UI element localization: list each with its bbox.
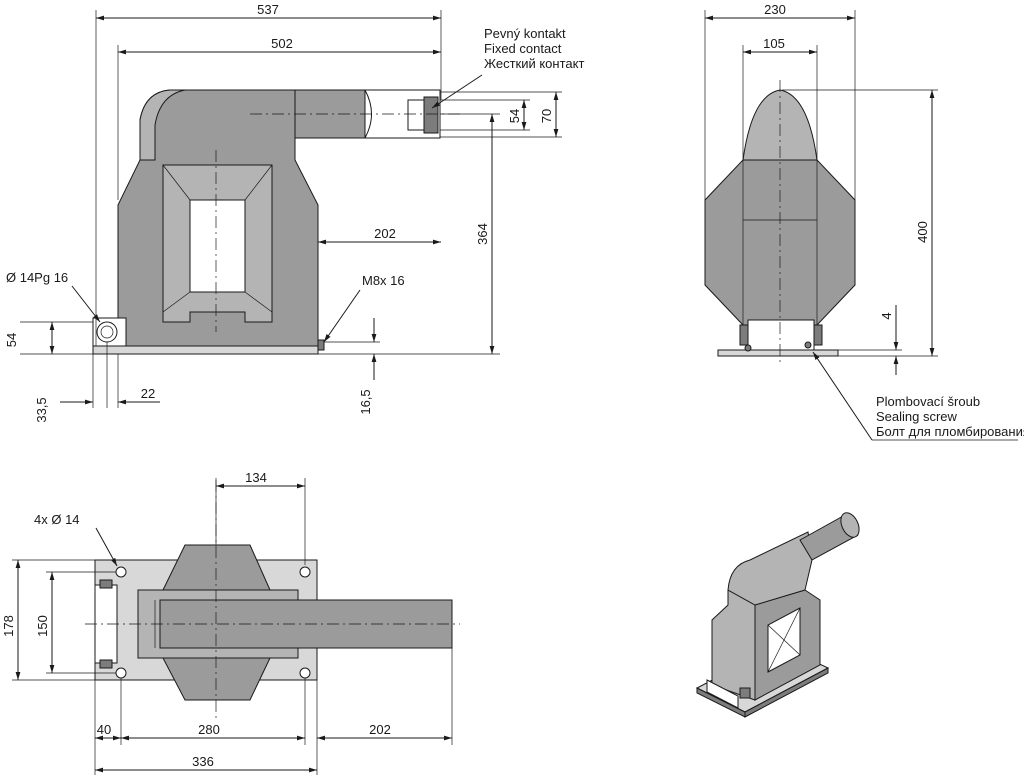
top-dimensions: 134 4x Ø 14 178 150 40 280 202 336 [1,470,453,775]
dim-537: 537 [257,2,279,17]
label-contact-cz: Pevný kontakt [484,26,566,41]
dim-16-5: 16,5 [358,389,373,414]
front-base-plate [92,345,319,355]
top-gland-bottom [99,659,113,669]
side-base-plate [717,349,839,357]
dim-70: 70 [539,109,554,123]
front-gland-circle [96,321,118,343]
label-screw-en: Sealing screw [876,409,958,424]
dim-202: 202 [374,226,396,241]
top-hole-4 [299,667,311,679]
dim-54-gland: 54 [4,333,19,347]
side-gland-left [739,324,749,346]
label-contact-en: Fixed contact [484,41,562,56]
iso-terminal-box [706,679,739,709]
dim-54-contact: 54 [507,109,522,123]
dim-150: 150 [35,615,50,637]
side-dimensions: 230 105 400 4 Plombovací šroub Sealing s… [704,2,1024,441]
top-gland-top [99,579,113,589]
side-terminal-box [747,319,815,351]
dim-105: 105 [763,36,785,51]
iso-body-left [711,589,756,701]
top-hole-3 [115,667,127,679]
front-contact-block [423,96,439,134]
side-view [704,80,856,365]
iso-gland [739,687,751,699]
dim-400: 400 [915,221,930,243]
dim-280: 280 [198,722,220,737]
label-screw-cz: Plombovací šroub [876,394,980,409]
label-gland: Ø 14Pg 16 [6,270,68,285]
dim-40: 40 [97,722,111,737]
dim-22: 22 [141,386,155,401]
dim-336: 336 [192,754,214,769]
label-bolt: M8x 16 [362,273,405,288]
top-view [85,480,460,720]
front-dimensions: 537 502 202 364 54 70 Pevný kontakt Fixe… [4,2,584,423]
iso-dome [727,531,813,606]
dim-134: 134 [245,470,267,485]
label-holes: 4x Ø 14 [34,512,80,527]
dim-4: 4 [879,312,894,319]
front-arm-cap [139,89,186,161]
top-hole-1 [115,566,127,578]
label-screw-ru: Болт для пломбирования [876,424,1024,439]
isometric-view [695,512,860,718]
dim-502: 502 [271,36,293,51]
side-gland-right [813,324,823,346]
dim-230: 230 [764,2,786,17]
dim-202-top: 202 [369,722,391,737]
dim-178: 178 [1,615,16,637]
front-window-inner [189,199,246,293]
top-hole-2 [299,566,311,578]
dim-33-5: 33,5 [34,397,49,422]
label-contact-ru: Жесткий контакт [484,56,584,71]
front-view [92,89,460,355]
front-bolt [317,339,325,351]
dim-364: 364 [475,223,490,245]
